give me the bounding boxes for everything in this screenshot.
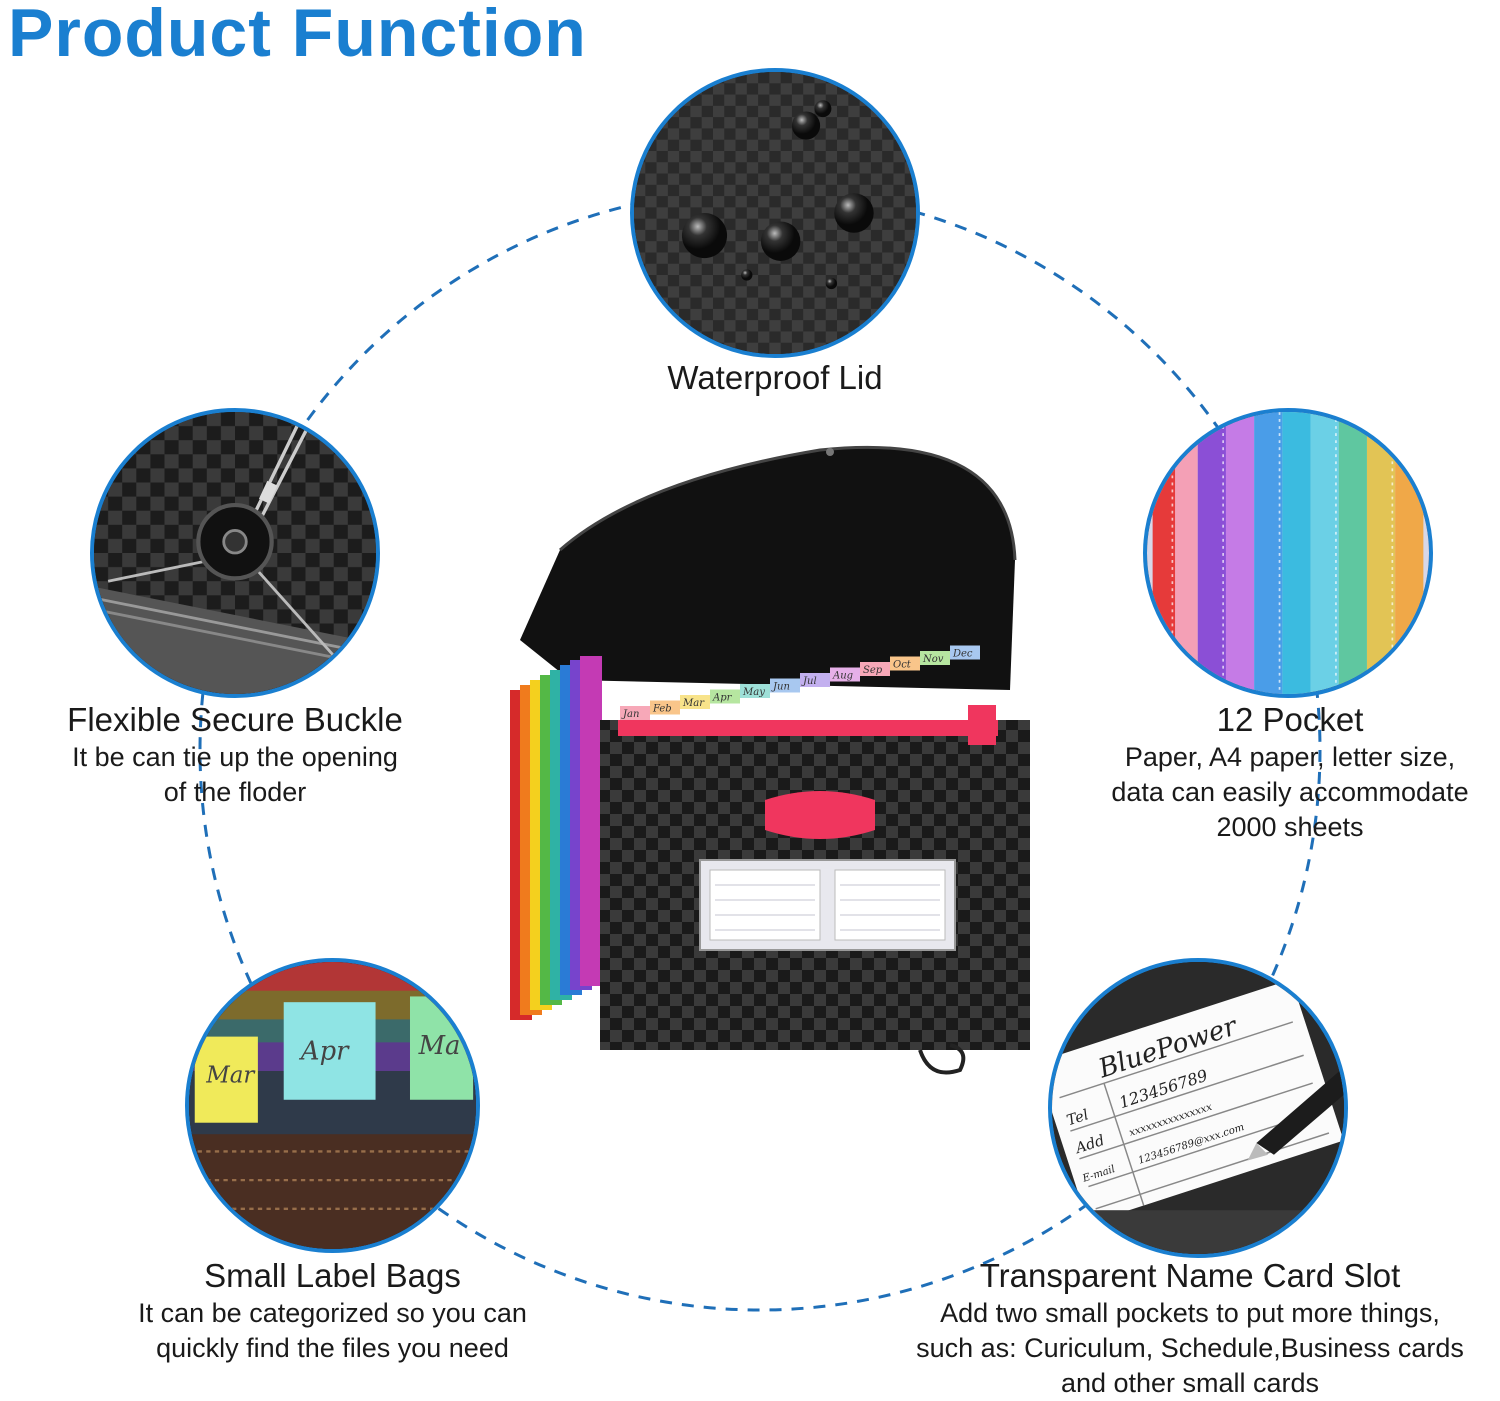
- feature-desc-line: Add two small pockets to put more things…: [940, 1298, 1440, 1328]
- colored-dividers: [510, 656, 602, 1020]
- feature-heading: 12 Pocket: [1216, 701, 1364, 738]
- month-tab-label: Oct: [893, 660, 912, 671]
- feature-desc-line: of the floder: [163, 777, 307, 807]
- month-tab-bg: [770, 678, 800, 693]
- month-tab-label: Jan: [621, 709, 639, 720]
- month-tab-label: Nov: [922, 654, 944, 665]
- label-tab-text: Mar: [205, 1063, 256, 1089]
- month-tab-label: Jun: [771, 682, 790, 693]
- colored-pockets-icon: [1147, 412, 1429, 694]
- month-tab-bg: [920, 651, 950, 665]
- feature-heading: Flexible Secure Buckle: [67, 701, 403, 738]
- month-tab-label: Sep: [863, 665, 883, 676]
- label-circle: Mar Apr Ma: [185, 958, 480, 1253]
- feature-card: Transparent Name Card Slot Add two small…: [880, 1256, 1500, 1401]
- name-card-icon: BluePower Tel 123456789 Add xxxxxxxxxxxx…: [1052, 962, 1344, 1254]
- feature-desc-line: 2000 sheets: [1216, 812, 1364, 842]
- label-tab-icon: Mar Apr Ma: [189, 962, 476, 1249]
- feature-desc-line: such as: Curiculum, Schedule,Business ca…: [916, 1333, 1464, 1363]
- label-tab-text: Ma: [418, 1031, 461, 1061]
- feature-desc-line: and other small cards: [1060, 1368, 1320, 1398]
- month-tab-bg: [950, 645, 980, 660]
- month-tab-bg: [740, 684, 770, 698]
- page-title: Product Function: [8, 0, 587, 71]
- card-tel-label: Tel: [1065, 1106, 1091, 1129]
- feature-desc-line: It be can tie up the opening: [72, 742, 398, 772]
- month-tab-label: Mar: [682, 698, 705, 709]
- feature-desc-line: data can easily accommodate: [1111, 777, 1469, 807]
- month-tab-label: Feb: [652, 704, 672, 715]
- waterproof-circle: [630, 68, 920, 358]
- feature-waterproof: Waterproof Lid: [600, 358, 950, 398]
- product-image: Jan Feb Mar Apr May Jun Jul Aug Sep Oct Nov Dec: [510, 445, 1030, 1075]
- feature-heading: Small Label Bags: [204, 1257, 461, 1294]
- feature-desc-line: Paper, A4 paper, letter size,: [1124, 742, 1456, 772]
- feature-heading: Transparent Name Card Slot: [979, 1257, 1401, 1294]
- feature-desc-line: quickly find the files you need: [156, 1333, 509, 1363]
- feature-desc-line: It can be categorized so you can: [138, 1298, 527, 1328]
- month-tab-bg: [890, 656, 920, 671]
- month-tab-bg: [710, 689, 740, 704]
- feature-label: Small Label Bags It can be categorized s…: [100, 1256, 565, 1366]
- month-tab-label: Dec: [952, 649, 973, 660]
- water-drops-icon: [634, 72, 916, 354]
- feature-heading: Waterproof Lid: [667, 359, 883, 396]
- month-tab-label: Jul: [801, 676, 817, 687]
- month-tab-label: Apr: [712, 693, 733, 704]
- month-tab-bg: [620, 706, 650, 720]
- month-tab-bg: [860, 662, 890, 676]
- month-tab-bg: [800, 673, 830, 687]
- month-tabs: Jan Feb Mar Apr May Jun Jul Aug Sep Oct Nov Dec: [620, 645, 980, 720]
- month-tab-bg: [680, 695, 710, 709]
- buckle-icon: [94, 412, 376, 694]
- month-tab-label: May: [742, 687, 765, 698]
- pocket-circle: [1143, 408, 1433, 698]
- month-tab-label: Aug: [832, 671, 853, 682]
- namecard-circle: BluePower Tel 123456789 Add xxxxxxxxxxxx…: [1048, 958, 1348, 1258]
- feature-buckle: Flexible Secure Buckle It be can tie up …: [30, 700, 440, 810]
- feature-pocket: 12 Pocket Paper, A4 paper, letter size, …: [1080, 700, 1500, 845]
- label-tab-text: Apr: [299, 1037, 350, 1067]
- month-tab-bg: [830, 667, 860, 682]
- month-tab-bg: [650, 700, 680, 715]
- buckle-circle: [90, 408, 380, 698]
